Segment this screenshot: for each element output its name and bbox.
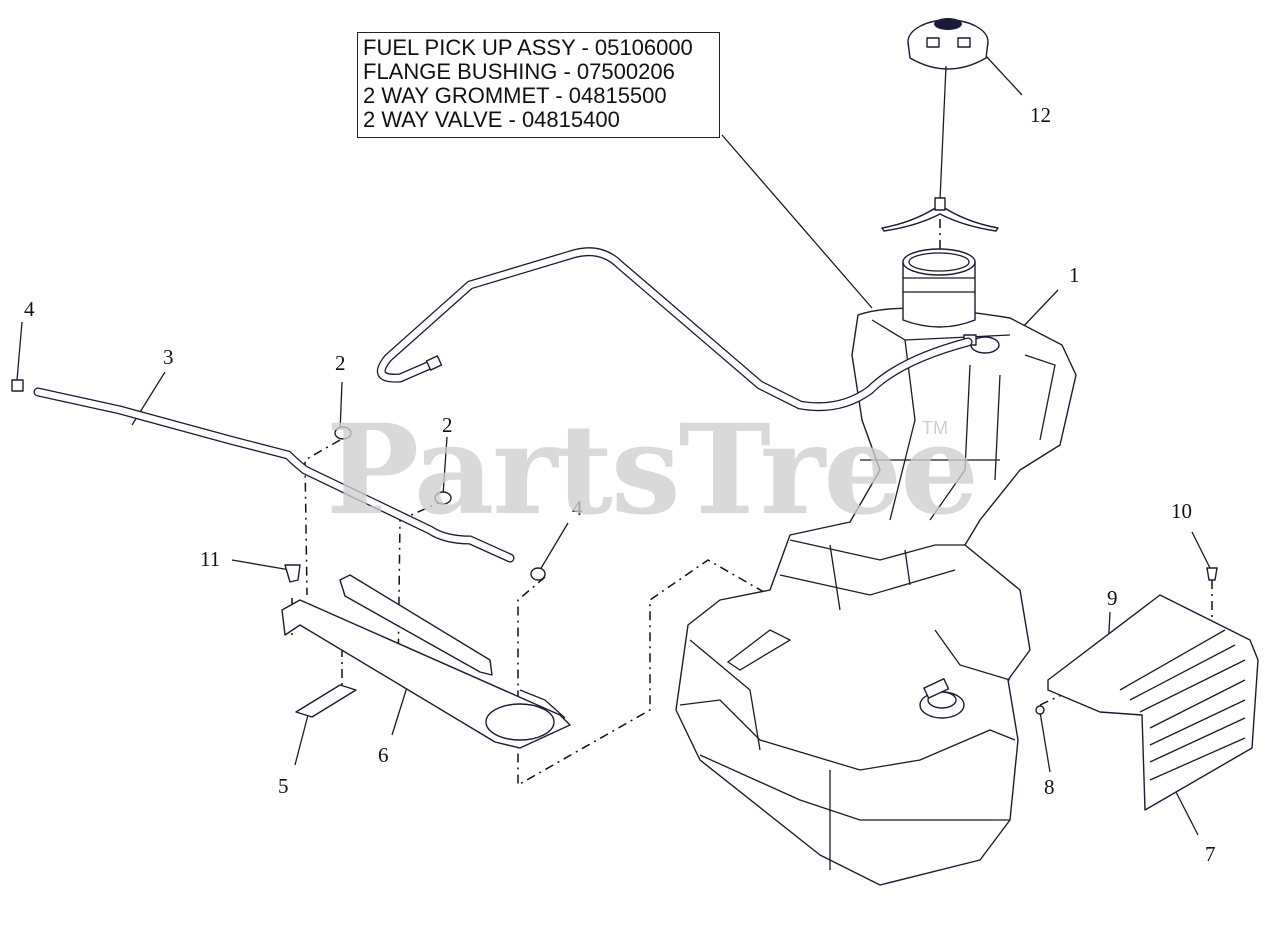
label-5: 5 <box>278 774 289 798</box>
callout-line: FUEL PICK UP ASSY - 05106000 <box>363 35 693 60</box>
callout-line: 2 WAY VALVE - 04815400 <box>363 107 620 132</box>
label-12: 12 <box>1030 103 1051 127</box>
fuel-tank <box>675 248 1077 886</box>
pad <box>295 684 357 718</box>
watermark-tm: TM <box>922 418 948 438</box>
label-4a: 4 <box>24 297 35 321</box>
watermark-logo: PartsTree <box>326 398 979 543</box>
label-10: 10 <box>1171 499 1192 523</box>
fuel-line <box>33 387 515 563</box>
label-9: 9 <box>1107 586 1118 610</box>
fuel-cap <box>881 18 999 232</box>
label-2a: 2 <box>335 351 346 375</box>
label-3: 3 <box>163 345 174 369</box>
part-number-labels: 1 2 2 3 4 4 5 6 7 8 9 10 11 12 <box>24 103 1216 866</box>
label-11: 11 <box>200 547 220 571</box>
label-6: 6 <box>378 743 389 767</box>
label-7: 7 <box>1205 842 1216 866</box>
clamp-4a <box>11 379 24 392</box>
label-4b: 4 <box>572 496 583 520</box>
label-1: 1 <box>1069 263 1080 287</box>
hose-clamps <box>11 379 1218 715</box>
fuel-return-hose <box>376 247 973 412</box>
callout-line: 2 WAY GROMMET - 04815500 <box>363 83 667 108</box>
parts-callout-box: FUEL PICK UP ASSY - 05106000 FLANGE BUSH… <box>357 32 720 138</box>
label-2b: 2 <box>442 413 453 437</box>
tank-bracket <box>281 574 571 749</box>
label-8: 8 <box>1044 775 1055 799</box>
heat-shield <box>1047 594 1259 811</box>
callout-line: FLANGE BUSHING - 07500206 <box>363 59 675 84</box>
